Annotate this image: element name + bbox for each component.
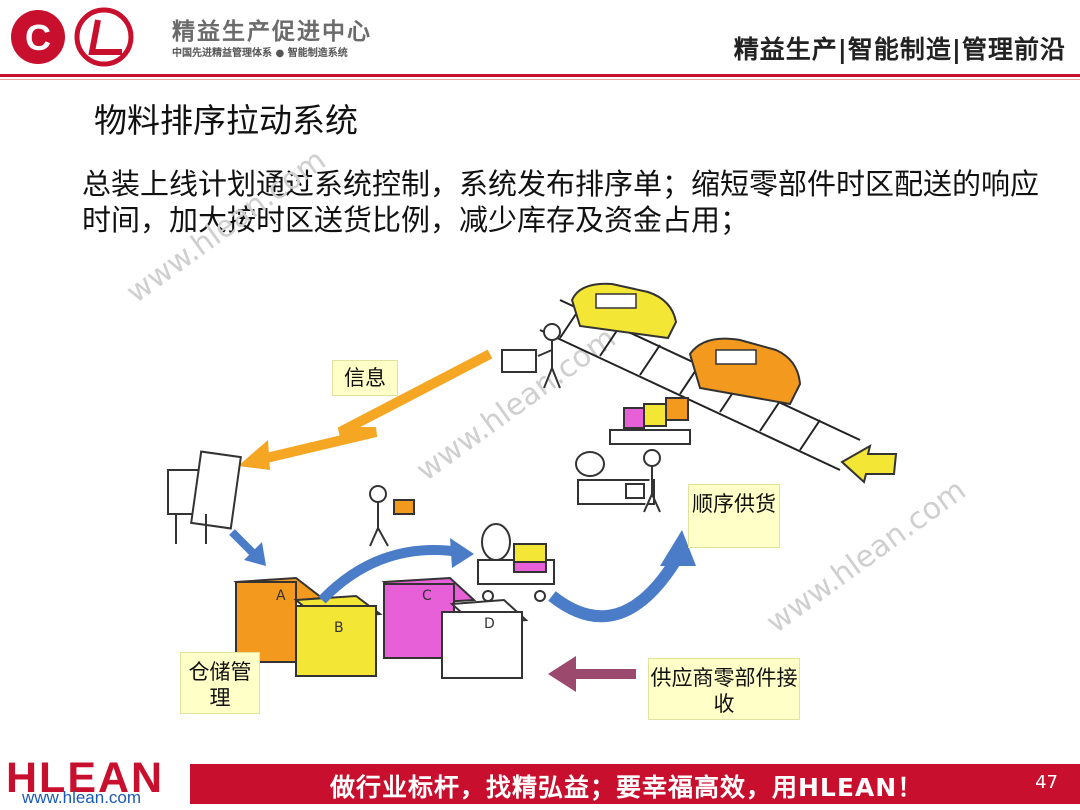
page-number: 47 [1035, 772, 1058, 793]
arrow-warehouse-to-cart [318, 545, 461, 604]
footer-logo: HLEAN [6, 754, 164, 803]
footer-bar [190, 764, 1080, 804]
brand-title: 精益生产促进中心 [172, 19, 372, 45]
delivery-worker [575, 449, 661, 513]
slide-title: 物料排序拉动系统 [94, 101, 358, 140]
header-slogan: 精益生产|智能制造|管理前沿 [733, 35, 1066, 64]
sequence-board [167, 450, 242, 544]
svg-text:C: C [25, 17, 51, 58]
footer-slogan: 做行业标杆，找精弘益；要幸福高效，用HLEAN！ [330, 773, 924, 802]
rack-d: D [441, 598, 529, 679]
slide-description: 总装上线计划通过系统控制，系统发布排序单；缩短零部件时区配送的响应时间，加大按时… [82, 167, 1040, 237]
header-divider-thin [0, 79, 1080, 80]
car-orange [688, 337, 802, 406]
svg-text:B: B [334, 620, 344, 636]
info-arrow [256, 349, 493, 465]
label-info: 信息 [332, 360, 398, 396]
footer-logo-text: HLEAN [6, 754, 165, 802]
rack-b: B [293, 594, 383, 677]
car-yellow [570, 282, 678, 340]
lineside-cart [609, 397, 691, 445]
label-warehouse: 仓储管理 [180, 652, 260, 714]
sequence-cart [477, 523, 555, 602]
label-supplier-receipt: 供应商零部件接收 [648, 658, 800, 720]
footer-url[interactable]: www.hlean.com [22, 788, 142, 807]
svg-text:D: D [484, 616, 495, 632]
svg-text:C: C [422, 588, 432, 604]
worker-line-station [501, 323, 561, 389]
brand-subtitle: 中国先进精益管理体系 ● 智能制造系统 [172, 48, 348, 59]
pull-system-diagram: A B C [167, 282, 898, 692]
rack-a: A [233, 576, 325, 663]
outgoing-arrow [840, 443, 898, 484]
worker-picker [369, 485, 415, 547]
label-sequenced-supply: 顺序供货 [688, 484, 780, 548]
company-logo: C [11, 7, 134, 67]
header-divider [0, 74, 1080, 77]
svg-text:A: A [276, 588, 286, 604]
arrow-cart-to-line [548, 556, 682, 623]
